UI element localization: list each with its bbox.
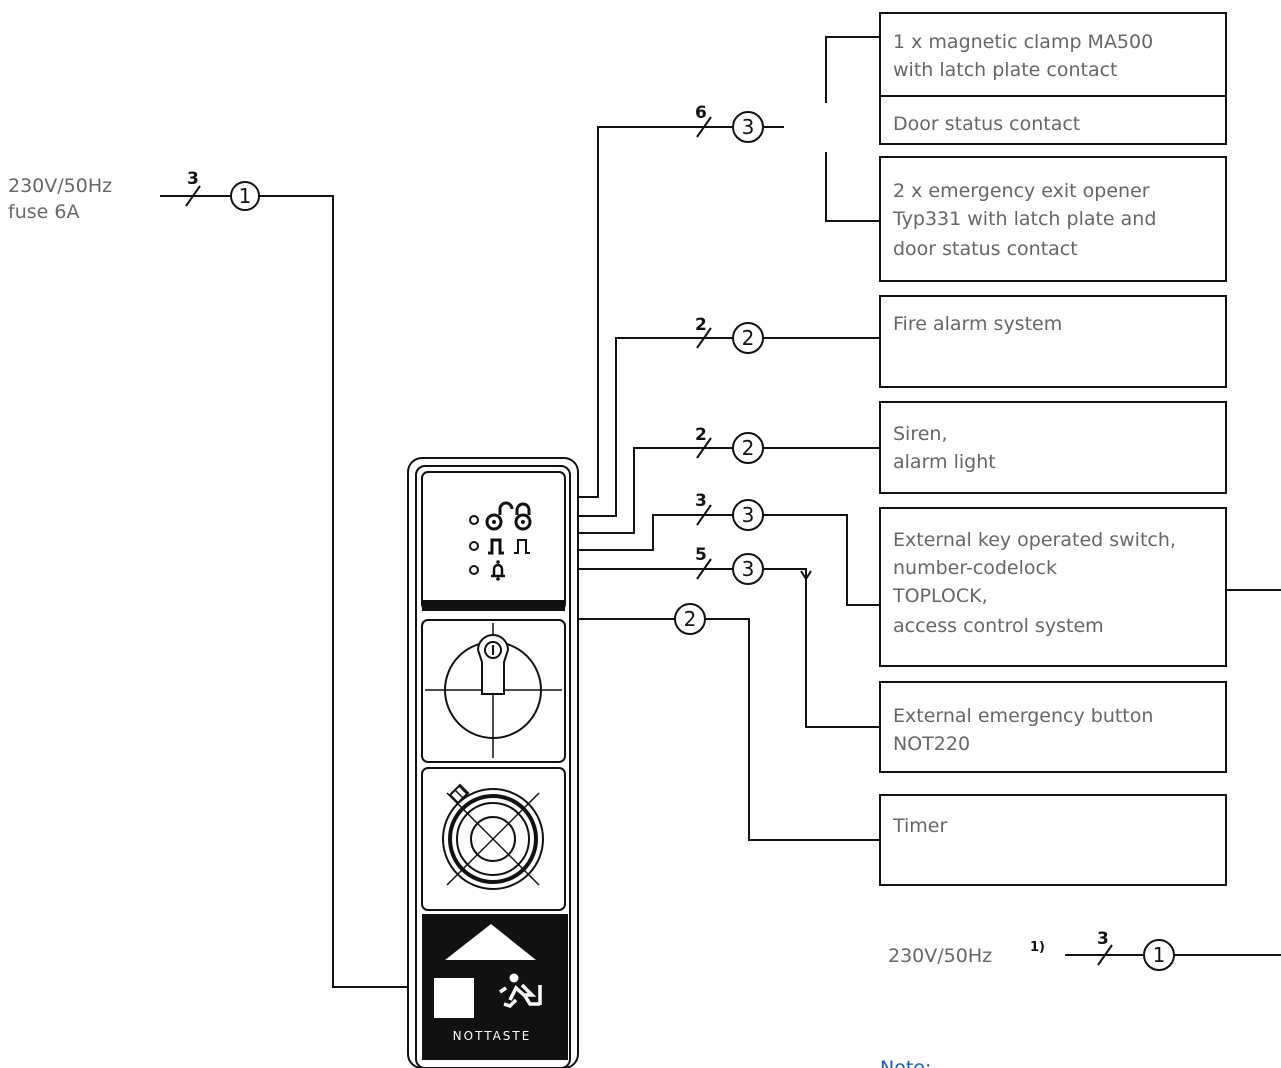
power-input-cable-number: 1 [239, 184, 252, 208]
wire-count: 2 [695, 315, 707, 335]
led-icon [469, 565, 479, 575]
box-text: Siren, [893, 423, 948, 445]
footnote-marker: 1) [1030, 940, 1045, 955]
connection-emergency-button: 5 3 [578, 545, 880, 728]
box-door-status: Door status contact [879, 95, 1227, 145]
box-emergency-button: External emergency button NOT220 [879, 681, 1227, 773]
cable-number: 3 [742, 115, 755, 139]
box-text: Timer [892, 815, 947, 837]
button-square-icon [434, 978, 474, 1018]
wire-count: 3 [695, 491, 707, 511]
power-output-voltage: 230V/50Hz [888, 945, 992, 967]
indicator-panel [421, 471, 566, 611]
cable-number: 3 [742, 557, 755, 581]
door-icon [514, 539, 530, 554]
power-output-cable-number: 1 [1153, 943, 1166, 967]
bell-icon [491, 560, 505, 581]
connection-siren: 2 2 [578, 425, 880, 534]
box-fire-alarm: Fire alarm system [879, 295, 1227, 388]
lock-cylinder-icon [476, 634, 510, 695]
power-input-wire-count: 3 [187, 169, 199, 189]
wire-count: 5 [695, 545, 707, 565]
box-exit-opener: 2 x emergency exit opener Typ331 with la… [879, 156, 1227, 282]
box-text: Door status contact [893, 113, 1080, 135]
box-text: 2 x emergency exit opener [893, 180, 1150, 202]
connection-clamp: 6 3 [578, 36, 880, 498]
connection-timer: 2 [578, 603, 880, 841]
box-text: NOT220 [893, 733, 970, 755]
box-text: External emergency button [893, 705, 1153, 727]
power-input-voltage: 230V/50Hz [8, 175, 112, 197]
box-text: External key operated switch, [893, 529, 1176, 551]
power-output: 230V/50Hz 1) 3 1 [888, 929, 1281, 971]
box-text: TOPLOCK, [892, 585, 988, 607]
led-icon [469, 541, 479, 551]
box-magnetic-clamp: 1 x magnetic clamp MA500 with latch plat… [879, 12, 1227, 97]
pulse-icon [488, 538, 504, 555]
connection-fire-alarm: 2 2 [578, 315, 880, 517]
power-input: 230V/50Hz fuse 6A 3 1 [8, 169, 408, 988]
cable-number: 2 [742, 326, 755, 350]
led-icon [469, 515, 479, 525]
note-heading: Note: [880, 1057, 931, 1068]
box-text: Typ331 with latch plate and [892, 208, 1156, 230]
cable-number: 2 [742, 436, 755, 460]
locked-padlock-icon [514, 502, 532, 531]
unlocked-padlock-icon [485, 501, 514, 531]
box-siren: Siren, alarm light [879, 401, 1227, 494]
connection-key-switch: 3 3 [578, 491, 880, 606]
power-input-fuse: fuse 6A [8, 201, 79, 223]
box-text: 1 x magnetic clamp MA500 [893, 31, 1153, 53]
box-text: door status contact [893, 238, 1078, 260]
emergency-station-device: NOTTASTE [407, 457, 579, 1068]
box-text: with latch plate contact [893, 59, 1118, 81]
arrow-up-icon [445, 924, 536, 960]
box-text: Fire alarm system [893, 313, 1062, 335]
cable-number: 3 [742, 503, 755, 527]
power-output-wire-count: 3 [1097, 929, 1109, 949]
key-cylinder-panel [421, 619, 566, 763]
cable-number: 2 [684, 607, 697, 631]
button-label: NOTTASTE [453, 1029, 532, 1043]
box-text: access control system [893, 615, 1104, 637]
rotary-knob-icon [442, 783, 544, 890]
wire-count: 6 [695, 103, 707, 123]
box-key-switch: External key operated switch, number-cod… [879, 507, 1227, 667]
emergency-button-panel: NOTTASTE [422, 914, 568, 1060]
box-text: number-codelock [893, 557, 1057, 579]
rotary-knob-panel [421, 767, 566, 911]
running-man-exit-icon [499, 973, 542, 1009]
wire-count: 2 [695, 425, 707, 445]
box-timer: Timer [879, 794, 1227, 886]
box-text: alarm light [893, 451, 996, 473]
